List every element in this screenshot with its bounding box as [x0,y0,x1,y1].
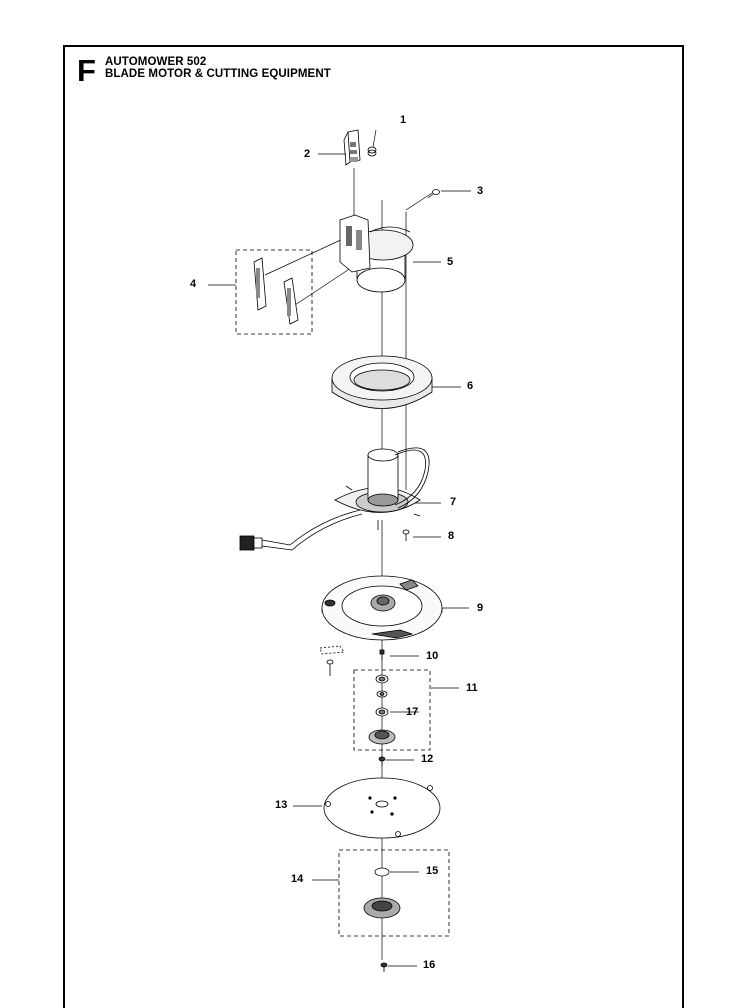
part-6-seal-ring [331,355,433,409]
part-2-bracket [343,129,361,166]
part-13-blade-disc [323,777,441,839]
part-12-screw [378,756,386,766]
part-10-screw [379,649,385,660]
callout-5: 5 [447,256,454,268]
callout-13: 13 [275,799,288,811]
callout-14: 14 [291,873,304,885]
part-3-screw [427,189,440,199]
callout-8: 8 [448,530,455,542]
part-8-screw [402,529,410,541]
callout-1: 1 [400,114,407,126]
part-4-clips-group [235,249,313,335]
callout-4: 4 [190,278,197,290]
callout-17: 17 [406,706,419,718]
section-letter: F [77,53,96,88]
diagram-frame [63,45,684,1008]
callout-16: 16 [423,959,436,971]
callout-9: 9 [477,602,484,614]
part-15-o-ring [374,867,390,877]
callout-3: 3 [477,185,484,197]
callout-12: 12 [421,753,434,765]
part-7-blade-motor [239,447,430,551]
part-1-nut [367,146,377,157]
callout-11: 11 [466,682,478,694]
diagram-title: AUTOMOWER 502 [105,56,207,68]
part-14-hub [363,897,401,919]
diagram-subtitle: BLADE MOTOR & CUTTING EQUIPMENT [105,68,331,80]
callout-7: 7 [450,496,457,508]
part-16-screw [380,962,388,972]
part-5-motor-housing [339,214,414,293]
callout-2: 2 [304,148,311,160]
part-11-hub-group [353,669,431,751]
callout-15: 15 [426,865,439,877]
part-14-hub-group [338,849,450,937]
part-9-cutting-disc [319,575,443,676]
callout-6: 6 [467,380,474,392]
callout-10: 10 [426,650,439,662]
